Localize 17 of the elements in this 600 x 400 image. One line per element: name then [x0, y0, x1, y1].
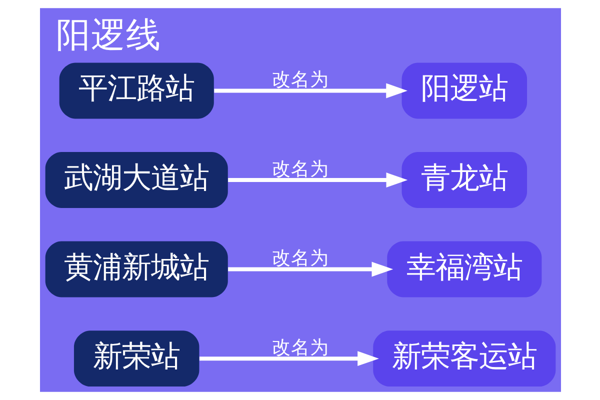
node-box: 幸福湾站: [386, 241, 542, 298]
node-box: 新荣客运站: [372, 330, 556, 387]
node-box: 平江路站: [58, 62, 214, 119]
node-box: 新荣站: [73, 330, 199, 387]
node-box: 黄浦新城站: [44, 241, 228, 298]
edge-label: 改名为: [272, 158, 328, 180]
edge-label: 改名为: [272, 70, 328, 91]
edge-label: 改名为: [272, 248, 328, 270]
arrow: [198, 351, 378, 366]
diagram-title: 阳逻线: [56, 16, 161, 56]
node-box: 阳逻站: [401, 62, 527, 119]
arrow: [214, 83, 407, 98]
arrow: [228, 172, 408, 188]
node-box: 青龙站: [401, 152, 527, 208]
edge-label: 改名为: [272, 338, 328, 358]
arrow: [228, 262, 393, 277]
node-box: 武湖大道站: [44, 152, 228, 208]
